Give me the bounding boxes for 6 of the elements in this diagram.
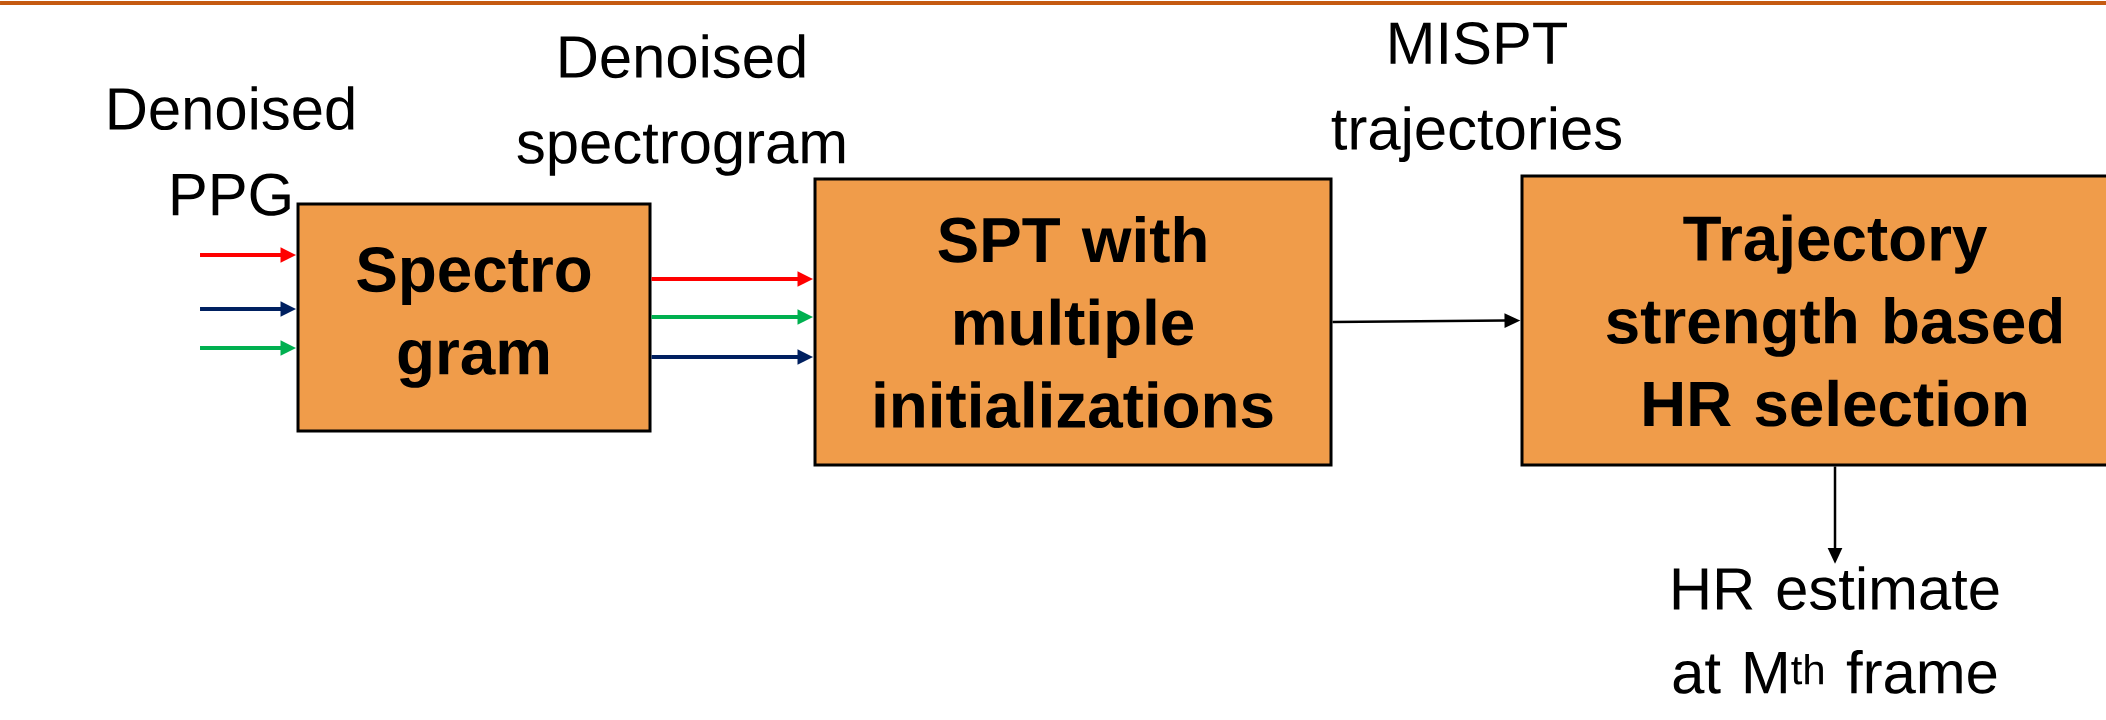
process-box: SPT with multiple initializations [813,177,1333,467]
process-box: Spectro gram [296,202,652,433]
signal-label: MISPT trajectories [1331,22,1621,162]
process-box: Trajectory strength based HR selection [1520,174,2106,467]
signal-label: Denoised spectrogram [517,34,845,176]
output-text: HR estimate at M$^{th}$ frame [1673,566,1999,694]
